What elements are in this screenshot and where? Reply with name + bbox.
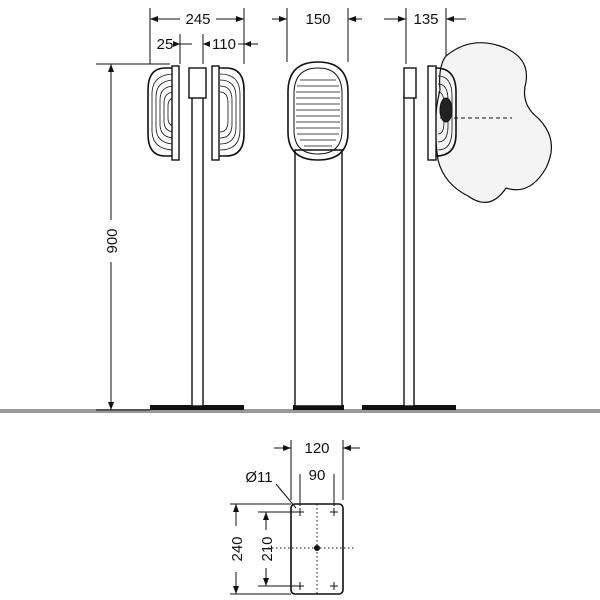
side-brush-outer	[287, 61, 349, 161]
base-plate-plan: 120 90 Ø11 240 210	[229, 440, 360, 595]
dim-label-240: 240	[229, 536, 246, 561]
wall-frame-bar	[403, 67, 417, 99]
wall-view	[362, 42, 553, 410]
dim-label-135: 135	[413, 11, 438, 28]
front-frame-bar-center	[188, 67, 207, 99]
front-base-plate	[150, 405, 244, 410]
dim-height: 900	[96, 63, 170, 411]
side-base-plate	[293, 405, 344, 410]
wall-brush-body	[435, 67, 457, 157]
dim-label-diameter: Ø11	[245, 469, 272, 486]
front-frame-bar-right	[211, 65, 220, 161]
front-frame-bar-left	[171, 65, 180, 161]
front-view	[147, 65, 245, 410]
side-brush-slats	[296, 79, 340, 147]
side-brush-inner	[293, 67, 343, 155]
dim-label-90: 90	[309, 467, 326, 484]
wall-blob	[434, 42, 553, 203]
wall-post	[403, 95, 415, 407]
dim-label-25: 25	[157, 36, 174, 53]
front-brush-left-slats	[151, 73, 176, 151]
front-brush-right-slats	[219, 73, 241, 151]
ground-line	[0, 409, 600, 413]
dim-label-210: 210	[259, 536, 276, 561]
wall-base-plate	[362, 405, 456, 410]
wall-fixing-ring	[439, 97, 453, 123]
side-post	[294, 149, 343, 407]
front-post	[191, 95, 204, 407]
wall-brush-mount	[427, 65, 437, 161]
side-view	[287, 61, 349, 410]
plate-center-hole	[314, 545, 320, 551]
front-brush-left	[147, 67, 179, 157]
dim-label-120: 120	[304, 440, 329, 457]
dim-label-900: 900	[104, 228, 121, 253]
dim-label-110: 110	[212, 36, 236, 53]
dim-top: 245 25 110 150 135	[149, 8, 466, 64]
dim-label-245: 245	[185, 11, 210, 28]
front-brush-right	[216, 67, 245, 157]
dim-label-150: 150	[305, 11, 330, 28]
plate-holes	[296, 508, 338, 590]
